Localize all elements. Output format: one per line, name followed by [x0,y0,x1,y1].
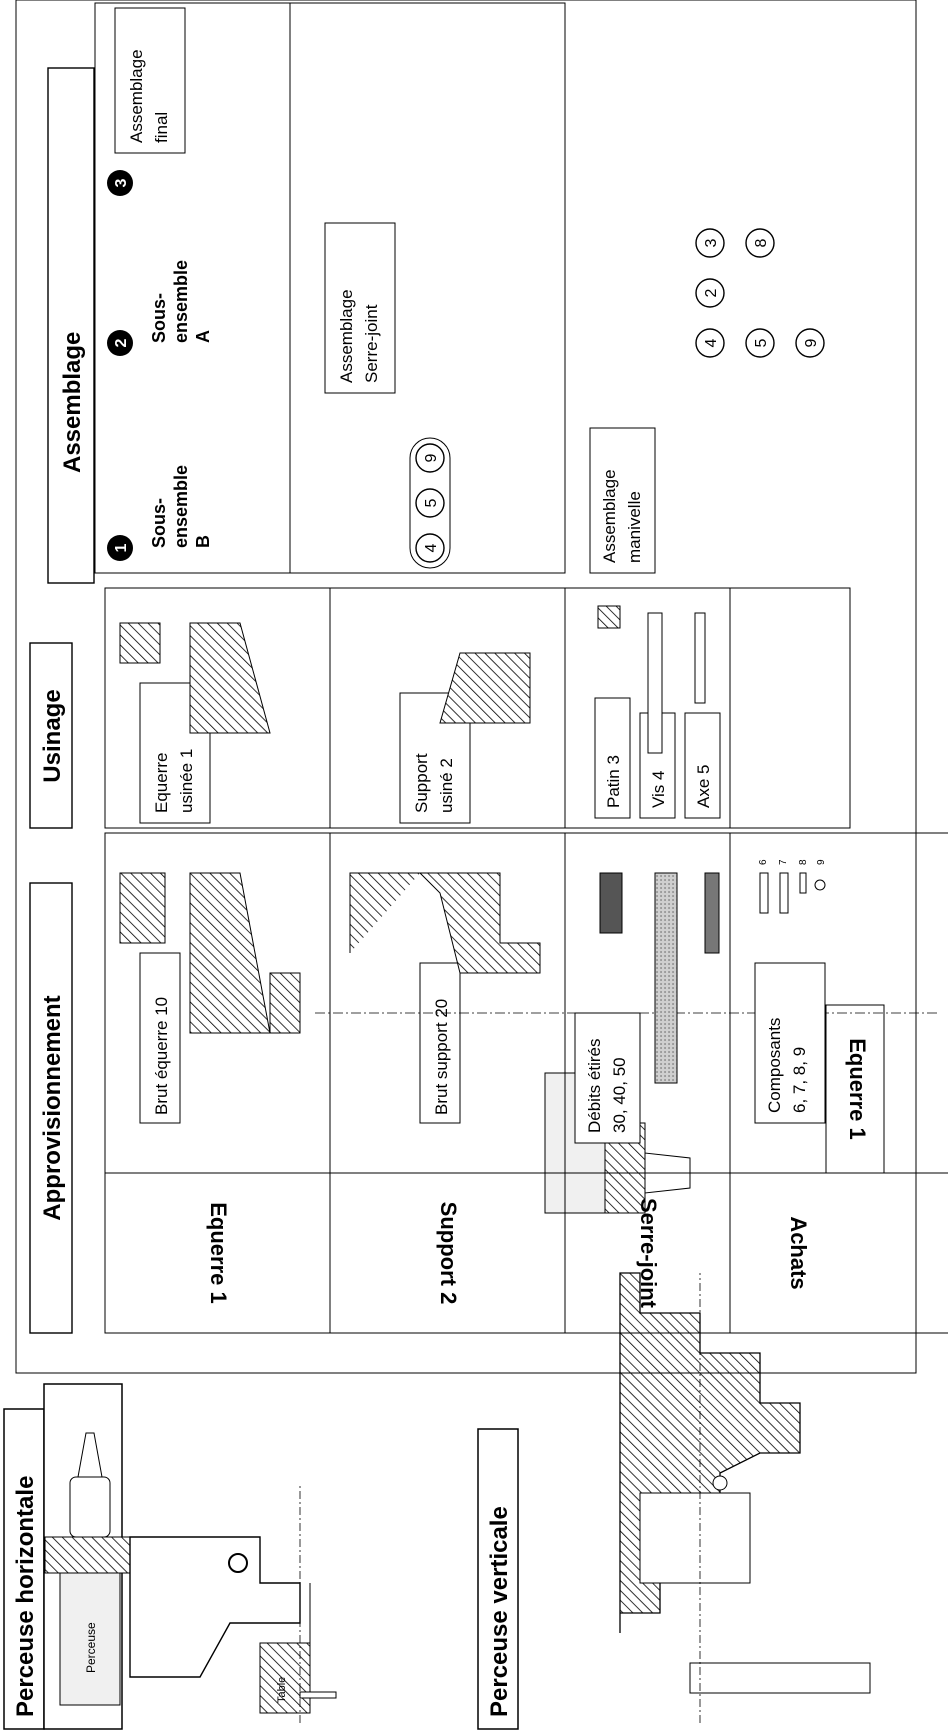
debit-bar-40 [655,873,677,1083]
usinage-column: Equerre usinée 1 Support usiné 2 Patin 3… [105,588,850,828]
approvisionnement-column: Equerre 1 Support 2 Serre-joint Achats B… [105,833,948,1333]
row-label-support: Support 2 [436,1202,461,1305]
manivelle-l1: Assemblage [600,469,619,563]
row-label-achats: Achats [786,1216,811,1289]
row-label-serre-joint: Serre-joint [636,1198,661,1309]
manivelle-l2: manivelle [625,491,644,563]
table-label: Table [276,1677,288,1703]
perceuse-verticale-panel: Perceuse verticale [478,1073,870,1729]
support-usine-1: Support [412,753,431,813]
node-9: 9 [423,453,440,462]
part-num-8: 8 [798,859,809,865]
node-9b: 9 [803,338,820,347]
composants-label-2: 6, 7, 8, 9 [790,1047,809,1113]
vertical-drill-illustration [545,1073,870,1723]
debits-label-1: Débits étirés [585,1039,604,1133]
brut-support-label: Brut support 20 [432,999,451,1115]
step-2-number: 2 [113,338,130,347]
step-2-label-1: Sous- [149,293,169,343]
assemblage-column: 1 Sous- ensemble B Assemblage manivelle … [95,3,824,573]
part-num-7: 7 [778,859,789,865]
horizontal-drill-illustration: Perceuse Table [45,1433,336,1723]
node-2: 2 [703,288,720,297]
step-2-label-3: A [193,330,213,343]
perceuse-horizontale-title: Perceuse horizontale [12,1476,39,1717]
node-4b: 4 [703,338,720,347]
step-1-graph: 4 5 9 [410,438,450,568]
node-5b: 5 [753,338,770,347]
step-1-label-3: B [193,535,213,548]
part-num-9: 9 [816,859,827,865]
axe-label: Axe 5 [694,765,713,808]
debit-bar-30 [600,873,622,933]
step-2-graph: 3 8 2 4 5 9 [696,229,824,357]
assemblage-final-box [115,8,185,153]
row-label-equerre-text: Equerre 1 [206,1202,231,1304]
debits-label-2: 30, 40, 50 [610,1057,629,1133]
row-label-equerre: Equerre 1 [845,1038,870,1140]
assemblage-header [48,68,94,583]
node-8: 8 [753,238,770,247]
node-4: 4 [423,543,440,552]
final-l1: Assemblage [127,49,146,143]
final-l2: final [152,112,171,143]
assemblage-title: Assemblage [59,332,86,473]
step-1-label-1: Sous- [149,498,169,548]
row-labels: Equerre 1 [826,1005,884,1173]
step-1-number: 1 [113,543,130,552]
perceuse-label: Perceuse [84,1622,98,1673]
purchased-components: 6 7 8 9 [758,859,827,913]
node-5: 5 [423,498,440,507]
support-usine-2: usiné 2 [437,758,456,813]
part-num-6: 6 [758,859,769,865]
composants-label-1: Composants [765,1018,784,1113]
usinage-title: Usinage [39,689,66,782]
vis-label: Vis 4 [649,771,668,809]
assemblage-serre-joint-box [325,223,395,393]
step-2-label-2: ensemble [171,260,191,343]
perceuse-verticale-title: Perceuse verticale [486,1506,513,1717]
patin-label: Patin 3 [604,755,623,808]
equerre-usinee-2: usinée 1 [177,749,196,813]
debit-bar-50 [705,873,719,953]
step-3-number: 3 [113,178,130,187]
perceuse-horizontale-panel: Perceuse horizontale Perceuse Table [4,1384,336,1729]
equerre-usinee-1: Equerre [152,753,171,813]
node-3: 3 [703,238,720,247]
approvisionnement-title: Approvisionnement [39,995,66,1220]
serre-joint-l1: Assemblage [337,289,356,383]
brut-equerre-label: Brut équerre 10 [152,997,171,1115]
step-1-label-2: ensemble [171,465,191,548]
serre-joint-l2: Serre-joint [362,304,381,383]
